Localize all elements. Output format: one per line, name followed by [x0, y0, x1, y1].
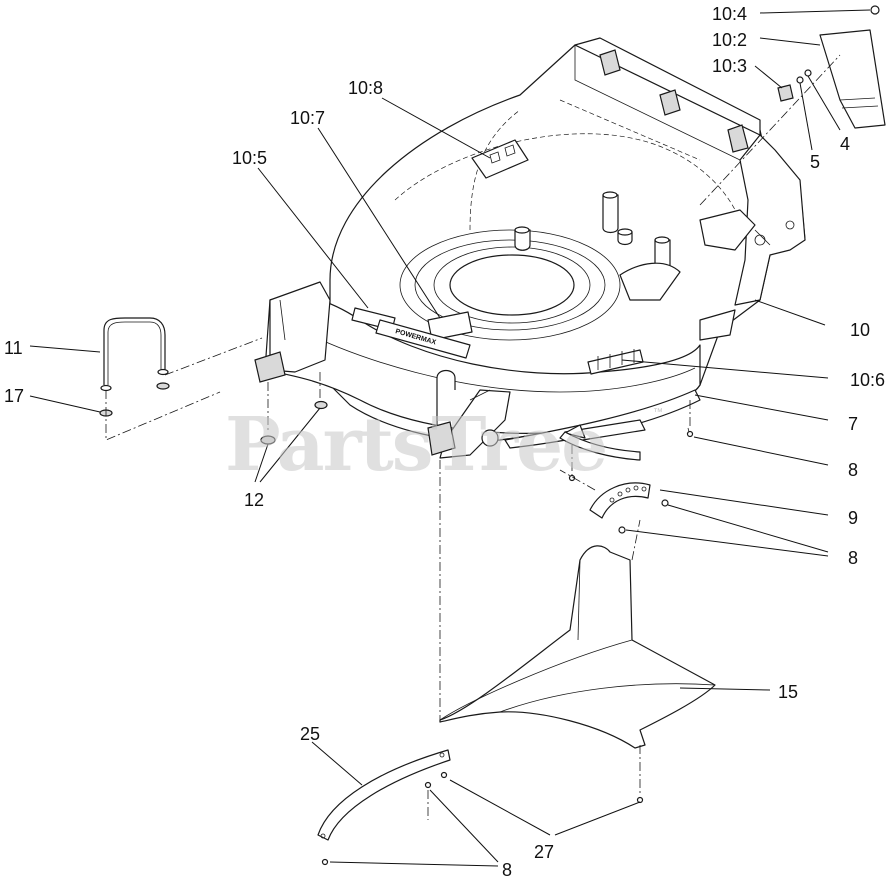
spring-5 [796, 76, 804, 84]
callout-10-8: 10:8 [348, 78, 383, 98]
washer-4 [804, 69, 812, 77]
callout-17: 17 [4, 386, 24, 406]
callout-7: 7 [848, 414, 858, 434]
handle-bracket-11 [99, 317, 170, 417]
callout-10-7: 10:7 [290, 108, 325, 128]
callout-11: 11 [4, 338, 23, 358]
callout-25: 25 [300, 724, 320, 744]
callout-10-5: 10:5 [232, 148, 267, 168]
callout-5: 5 [810, 152, 820, 172]
bracket-10-3 [777, 84, 794, 102]
watermark-trademark: ™ [653, 407, 663, 418]
screw-10-4 [870, 5, 880, 15]
callout-10-3: 10:3 [712, 56, 747, 76]
mower-deck: POWERMAX [254, 37, 806, 459]
callout-15: 15 [778, 682, 798, 702]
callout-12: 12 [244, 490, 264, 510]
callout-27: 27 [534, 842, 554, 862]
leader-lines [29, 9, 871, 867]
decal-10-7 [427, 311, 473, 341]
callout-10-4: 10:4 [712, 4, 747, 24]
watermark-text: PartsTree [225, 402, 606, 488]
callout-4: 4 [840, 134, 850, 154]
callout-8-mulch: 8 [502, 860, 512, 880]
washer-12b [314, 400, 328, 410]
rear-flap-assembly [777, 5, 886, 129]
baffle-15 [439, 545, 716, 749]
callout-10: 10 [850, 320, 870, 340]
callout-8-skirt: 8 [848, 460, 858, 480]
callout-9: 9 [848, 508, 858, 528]
callout-10-6: 10:6 [850, 370, 885, 390]
adjust-plate-9 [589, 482, 669, 534]
decal-10-5: POWERMAX [351, 307, 471, 359]
decal-10-8 [471, 139, 529, 179]
mulch-plate-25 [317, 749, 644, 866]
callout-8-plate: 8 [848, 548, 858, 568]
callout-10-2: 10:2 [712, 30, 747, 50]
center-lines [105, 54, 841, 820]
callout-labels: 10:4 10:2 10:3 4 5 10:8 10:7 10:5 10 10:… [4, 4, 885, 880]
